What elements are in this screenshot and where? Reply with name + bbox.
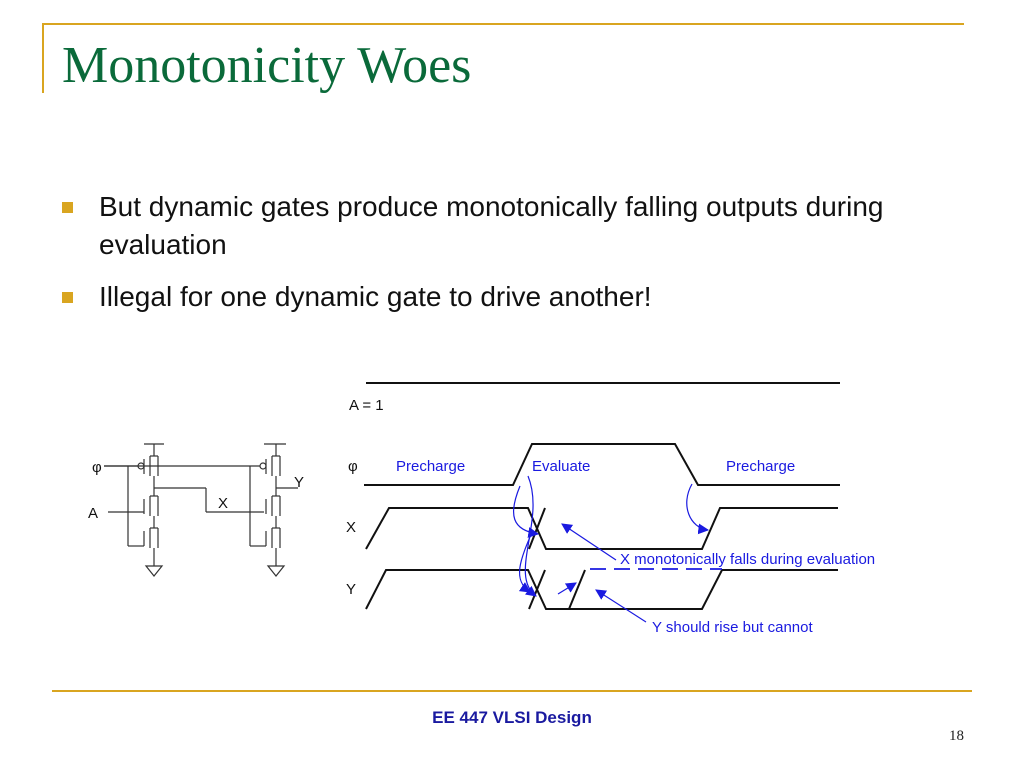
phase-label-precharge: Precharge bbox=[396, 458, 465, 475]
arrow-phi-precharge-to-x bbox=[686, 483, 710, 535]
bullet-item: Illegal for one dynamic gate to drive an… bbox=[62, 278, 1002, 316]
annotation-x-falls: X monotonically falls during evaluation bbox=[620, 551, 875, 568]
slide-title: Monotonicity Woes bbox=[62, 37, 472, 94]
y-waveform bbox=[365, 569, 838, 610]
domino-circuit bbox=[104, 443, 298, 577]
arrow-x-to-y bbox=[518, 529, 534, 593]
arrow-annotation-x bbox=[561, 523, 617, 561]
square-bullet-icon bbox=[62, 292, 73, 303]
arrow-y-stuck bbox=[557, 582, 577, 595]
x-signal-label: X bbox=[346, 519, 356, 536]
causality-arrows bbox=[512, 475, 710, 623]
dynamic-gate-2 bbox=[104, 443, 298, 577]
phase-label-evaluate: Evaluate bbox=[532, 458, 590, 475]
bullet-list: But dynamic gates produce monotonically … bbox=[62, 188, 1002, 330]
circuit-phi-label: φ bbox=[92, 459, 102, 476]
square-bullet-icon bbox=[62, 202, 73, 213]
circuit-x-label: X bbox=[218, 495, 228, 512]
circuit-a-label: A bbox=[88, 505, 98, 522]
y-signal-label: Y bbox=[346, 581, 356, 598]
phi-waveform bbox=[364, 443, 840, 486]
x-waveform bbox=[365, 507, 838, 550]
a-signal-label: A = 1 bbox=[349, 397, 384, 414]
page-number: 18 bbox=[949, 728, 964, 744]
left-accent-rule bbox=[42, 23, 44, 93]
bullet-text: But dynamic gates produce monotonically … bbox=[99, 191, 884, 260]
phi-signal-label: φ bbox=[348, 458, 358, 475]
arrow-annotation-y bbox=[595, 589, 647, 623]
arrow-phi-to-x bbox=[512, 485, 540, 538]
top-accent-rule bbox=[42, 23, 964, 25]
dynamic-gate-1 bbox=[104, 443, 264, 577]
circuit-y-label: Y bbox=[294, 474, 304, 491]
timing-diagram bbox=[364, 382, 840, 610]
footer-course-title: EE 447 VLSI Design bbox=[432, 708, 592, 727]
footer-rule bbox=[52, 690, 972, 692]
bullet-item: But dynamic gates produce monotonically … bbox=[62, 188, 1002, 264]
bullet-text: Illegal for one dynamic gate to drive an… bbox=[99, 281, 652, 312]
phase-label-precharge: Precharge bbox=[726, 458, 795, 475]
y-waveform-edge bbox=[528, 569, 546, 610]
annotation-y-cannot-rise: Y should rise but cannot bbox=[652, 619, 813, 636]
y-attempted-rise bbox=[568, 569, 586, 610]
